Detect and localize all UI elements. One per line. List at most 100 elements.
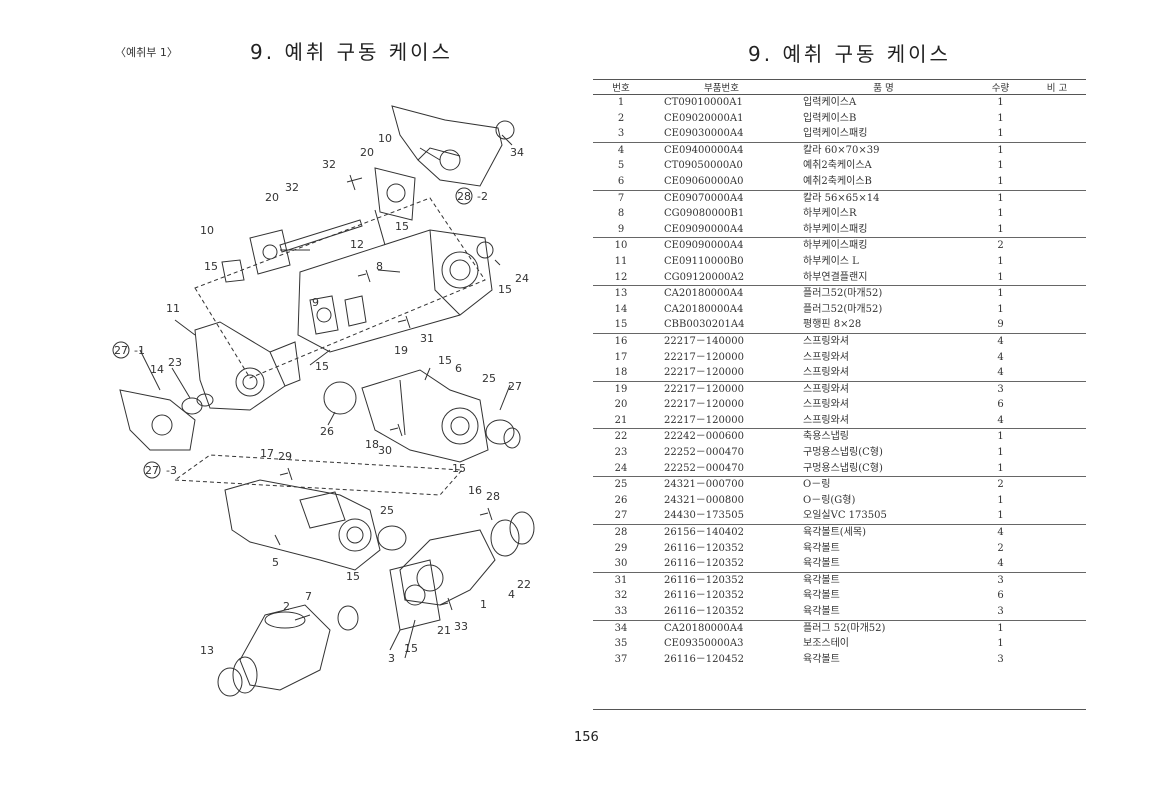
cell-part-number: CG09120000A2 [664,271,745,283]
cell-part-number: CA20180000A4 [664,303,744,315]
cell-part-number: CBB0030201A4 [664,319,745,331]
cell-part-number: CE09350000A3 [664,638,744,650]
cell-part-number: 22242－000600 [649,428,794,446]
cell-no: 10 [593,237,649,254]
cell-part-number: CE09060000A0 [664,175,744,187]
cell-name: 축용스냅링 [794,428,973,446]
cell-qty: 1 [997,447,1004,459]
page-number: 156 [574,730,599,745]
cell-part-number: CE09110000B0 [664,255,744,267]
diagram-label: 27 [145,464,159,477]
cell-remarks [1028,652,1086,668]
cell-qty: 1 [997,223,1004,235]
cell-no: 22 [593,428,649,446]
cell-part-number: CE09090000A4 [649,237,794,254]
col-header-name: 품 명 [794,79,973,95]
cell-no: 28 [593,524,649,541]
cell-no: 35 [614,638,628,650]
page-title-right: 9. 예취 구동 케이스 [748,42,951,66]
cell-name: 칼라 60×70×39 [794,141,973,159]
cell-part-number: CE09400000A4 [649,141,794,159]
cell-name: 오일실VC 173505 [803,510,887,522]
diagram-label: 15 [438,354,452,367]
cell-qty: 1 [997,208,1004,220]
cell-name: 하부케이스 L [803,255,859,267]
cell-remarks [1028,189,1086,207]
table-header-row: 번호 부품번호 품 명 수량 비 고 [593,79,1086,95]
cell-remarks [1028,380,1086,398]
cell-no: 16 [593,332,649,350]
cell-remarks [1028,413,1086,429]
cell-part-number: 22252－000470 [664,447,744,459]
cell-qty: 1 [997,160,1004,172]
cell-no: 1 [617,97,625,108]
cell-name: 플러그52(마개52) [803,303,883,315]
diagram-label: 15 [395,220,409,233]
cell-part-number: CG09080000B1 [664,208,745,220]
cell-qty: 3 [973,380,1028,398]
cell-qty: 1 [997,255,1004,267]
cell-no: 34 [593,619,649,637]
cell-remarks [1028,541,1086,557]
cell-no: 33 [614,606,628,617]
cell-remarks [1028,95,1086,111]
cell-name: 스프링와셔 [803,399,849,411]
cell-qty: 3 [997,606,1004,617]
diagram-label: -2 [477,190,488,203]
cell-remarks [1028,365,1086,381]
diagram-label: 14 [150,363,164,376]
diagram-label: 23 [168,356,182,369]
cell-part-number: 24430－173505 [664,510,744,522]
cell-remarks [1028,285,1086,302]
diagram-label: 24 [515,272,529,285]
cell-name: 스프링와셔 [803,367,849,379]
cell-name: 육각볼트(세목) [794,524,973,541]
diagram-label: 6 [455,362,462,375]
diagram-label: 15 [204,260,218,273]
cell-qty: 3 [997,653,1004,665]
cell-name: 예취2축케이스A [803,160,872,172]
diagram-label: 12 [350,238,364,251]
cell-name: 보조스테이 [803,638,849,650]
diagram-label: 5 [272,556,279,569]
cell-part-number: CT09010000A1 [664,97,743,108]
diagram-label: -1 [134,344,145,357]
cell-no: 6 [617,175,625,187]
cell-no: 23 [614,447,628,459]
diagram-label: 1 [480,598,487,611]
cell-remarks [1028,254,1086,270]
cell-remarks [1028,493,1086,509]
cell-name: 예취2축케이스B [803,175,872,187]
diagram-label: 20 [265,191,279,204]
cell-qty: 1 [973,619,1028,637]
diagram-label: 15 [404,642,418,655]
diagram-label: 11 [166,302,180,315]
cell-remarks [1028,111,1086,127]
cell-qty: 2 [973,476,1028,493]
cell-name: 육각볼트 [794,571,973,589]
cell-qty: 2 [997,542,1004,554]
cell-part-number: 26116－120352 [664,590,744,602]
cell-remarks [1028,174,1086,190]
cell-no: 27 [614,510,628,522]
cell-name: 스프링와셔 [803,351,849,363]
diagram-label: 15 [346,570,360,583]
diagram-label: 10 [378,132,392,145]
cell-qty: 1 [997,271,1004,283]
cell-no: 25 [593,476,649,493]
cell-qty: 4 [973,332,1028,350]
